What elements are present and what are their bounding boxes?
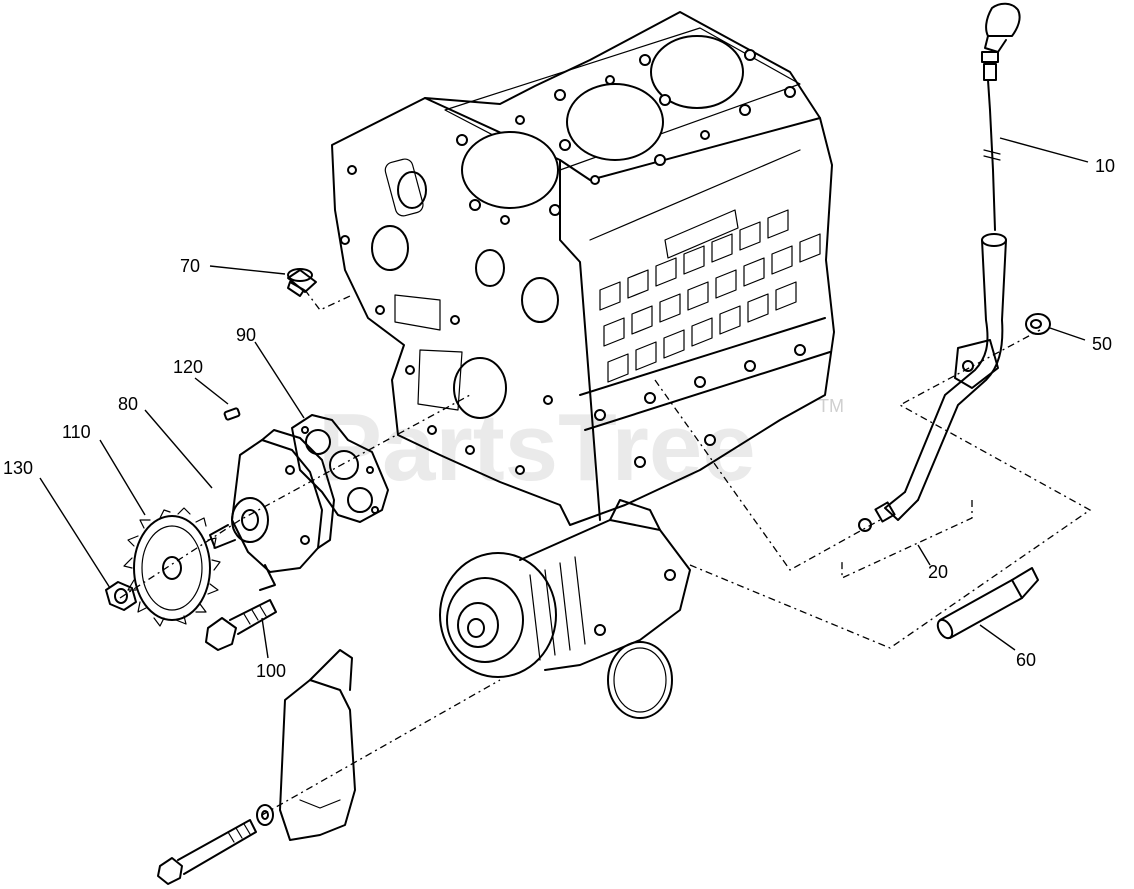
alternator — [439, 499, 691, 719]
grommet — [1025, 313, 1051, 335]
callout-120: 120 — [173, 357, 203, 377]
engine-block — [331, 11, 835, 526]
callout-leaders — [39, 137, 1089, 659]
callout-60: 60 — [1016, 650, 1036, 670]
key — [223, 407, 241, 421]
oil-pump-gear — [123, 507, 221, 627]
alternator-bracket — [279, 649, 356, 841]
pump-bolt — [205, 599, 277, 651]
callout-100: 100 — [256, 661, 286, 681]
nut — [105, 581, 137, 611]
callout-10: 10 — [1095, 156, 1115, 176]
cylinder-bore-1 — [461, 131, 559, 209]
watermark-text: PartsTree — [318, 394, 756, 501]
callout-50: 50 — [1092, 334, 1112, 354]
block-side-ribs — [589, 149, 821, 383]
gasket — [291, 414, 389, 523]
assembly-lines — [119, 289, 1092, 816]
oil-pump — [209, 429, 335, 591]
callout-90: 90 — [236, 325, 256, 345]
cylinder-bore-3 — [650, 35, 744, 109]
bracket-bolt — [157, 804, 274, 885]
cylinder-bore-2 — [566, 83, 664, 161]
watermark: PartsTree TM — [318, 394, 844, 501]
callout-130: 130 — [3, 458, 33, 478]
callout-20: 20 — [928, 562, 948, 582]
callout-70: 70 — [180, 256, 200, 276]
callout-80: 80 — [118, 394, 138, 414]
callout-labels: 10 20 50 60 70 80 90 100 110 120 130 — [3, 156, 1115, 681]
sleeve — [936, 567, 1039, 640]
plug — [287, 268, 317, 297]
dipstick — [981, 2, 1021, 231]
callout-110: 110 — [62, 422, 91, 442]
dipstick-guide-tube — [858, 233, 1007, 532]
watermark-trademark: TM — [818, 396, 844, 416]
